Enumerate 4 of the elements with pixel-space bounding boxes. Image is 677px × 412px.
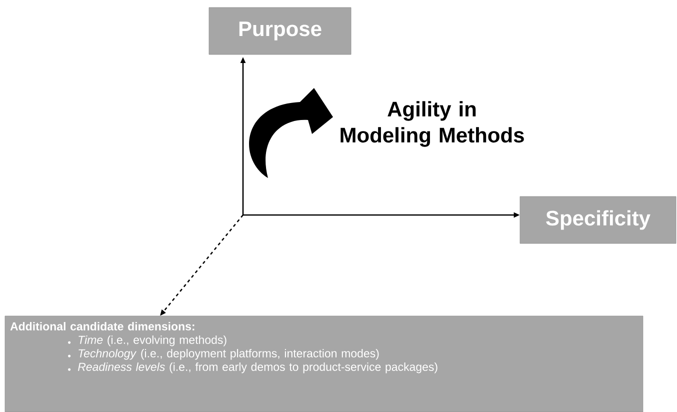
diagram-label: Agility in Modeling Methods	[340, 101, 524, 147]
axis-label-box: Specificity	[520, 196, 676, 244]
axis-label-box: Purpose	[208, 7, 352, 55]
dimensions-box: Additional candidate dimensions: Time (i.e., evolving methods) Technology (i.e., deployment platforms, interaction modes) Readiness levels (i.e., from early demos to product-service packages)	[4, 316, 644, 412]
